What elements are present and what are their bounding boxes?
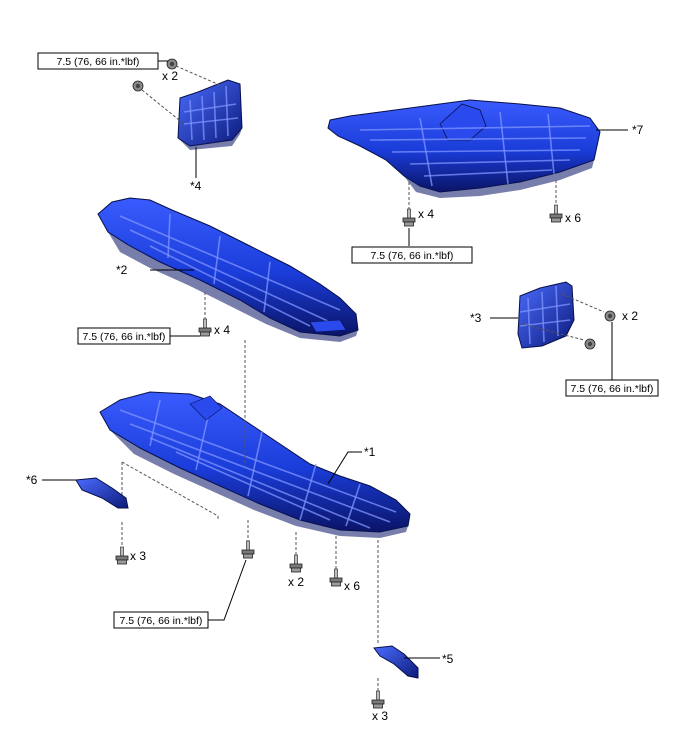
label-part-4: *4 bbox=[190, 179, 202, 193]
part-5-rail bbox=[373, 645, 419, 679]
label-part-7: *7 bbox=[632, 123, 644, 137]
svg-text:7.5 (76, 66 in.*lbf): 7.5 (76, 66 in.*lbf) bbox=[120, 615, 203, 627]
part-1-undercover bbox=[99, 391, 411, 538]
label-part-2: *2 bbox=[116, 263, 128, 277]
part-5-bolt bbox=[371, 690, 385, 709]
svg-text:7.5 (76, 66 in.*lbf): 7.5 (76, 66 in.*lbf) bbox=[371, 250, 454, 262]
part-7-undercover bbox=[327, 99, 601, 198]
label-part-3: *3 bbox=[470, 311, 482, 325]
torque-label-part-4: 7.5 (76, 66 in.*lbf) bbox=[37, 52, 159, 70]
part-3-bolt-lower bbox=[584, 338, 596, 350]
part-7-bolt-right bbox=[549, 204, 563, 223]
torque-label-part-3: 7.5 (76, 66 in.*lbf) bbox=[565, 379, 659, 397]
qty-part-3: x 2 bbox=[622, 309, 638, 323]
part-3-bolt-upper bbox=[604, 310, 616, 322]
part-6-bolt bbox=[115, 546, 129, 565]
torque-label-part-2: 7.5 (76, 66 in.*lbf) bbox=[77, 327, 171, 345]
part-4-bolt-left bbox=[132, 80, 144, 92]
qty-part-7-left: x 4 bbox=[418, 207, 434, 221]
qty-part-5: x 3 bbox=[372, 709, 388, 723]
part-4-cover bbox=[177, 79, 243, 150]
part-2-bolt bbox=[198, 318, 212, 337]
svg-text:7.5 (76, 66 in.*lbf): 7.5 (76, 66 in.*lbf) bbox=[57, 56, 140, 68]
part-1-bolt-x6 bbox=[329, 568, 343, 587]
label-part-1: *1 bbox=[364, 445, 376, 459]
svg-text:7.5 (76, 66 in.*lbf): 7.5 (76, 66 in.*lbf) bbox=[571, 383, 654, 395]
part-6-rail bbox=[75, 477, 129, 509]
qty-part-7-right: x 6 bbox=[565, 211, 581, 225]
label-part-6: *6 bbox=[26, 473, 38, 487]
qty-part-6: x 3 bbox=[130, 549, 146, 563]
part-1-bolt-torque bbox=[241, 540, 255, 559]
svg-text:7.5 (76, 66 in.*lbf): 7.5 (76, 66 in.*lbf) bbox=[83, 331, 166, 343]
part-1-bolt-x2 bbox=[289, 554, 303, 573]
qty-part-4-bolts: x 2 bbox=[162, 69, 178, 83]
part-7-bolt-left bbox=[402, 208, 416, 227]
part-4-bolt-top bbox=[166, 58, 178, 70]
part-3-cover bbox=[517, 281, 575, 349]
torque-label-part-1: 7.5 (76, 66 in.*lbf) bbox=[113, 611, 209, 629]
qty-part-1-x2: x 2 bbox=[288, 575, 304, 589]
part-2-panel bbox=[97, 197, 359, 342]
torque-label-part-7: 7.5 (76, 66 in.*lbf) bbox=[351, 246, 473, 264]
qty-part-2: x 4 bbox=[214, 323, 230, 337]
label-part-5: *5 bbox=[442, 652, 454, 666]
qty-part-1-x6: x 6 bbox=[344, 579, 360, 593]
